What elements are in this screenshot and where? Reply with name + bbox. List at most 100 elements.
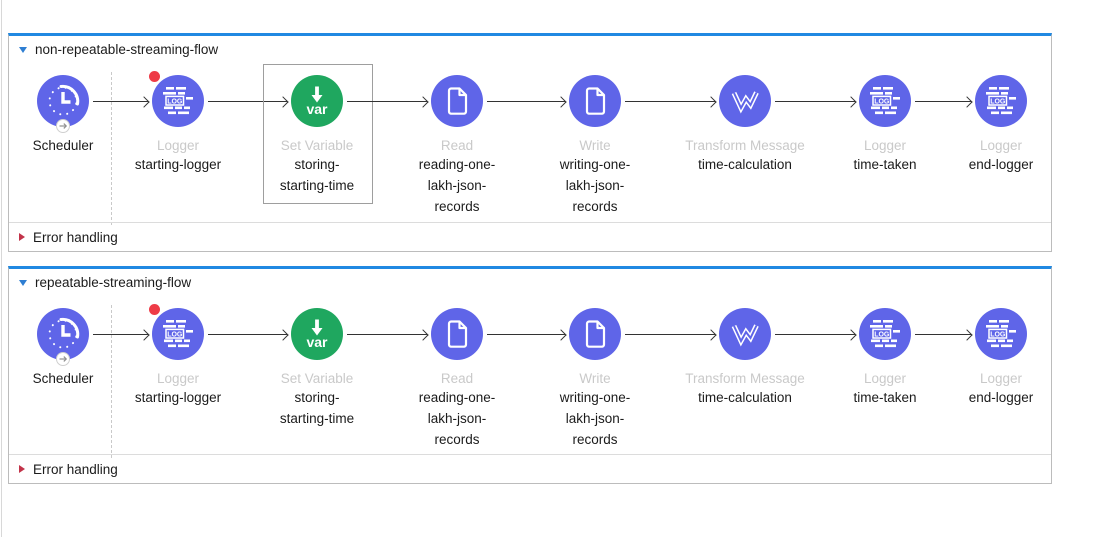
step-name-label: time-calculation: [698, 390, 792, 405]
connector-arrow: [487, 334, 565, 336]
scheduler-trigger-badge-icon: [56, 352, 70, 366]
error-handling-row[interactable]: Error handling: [9, 454, 1051, 483]
connector-arrow: [347, 334, 427, 336]
flow-step-time-calculation[interactable]: Transform Message time-calculation: [675, 308, 815, 408]
dataweave-icon[interactable]: [719, 308, 771, 360]
flow-header[interactable]: non-repeatable-streaming-flow: [19, 42, 218, 57]
flow-step-scheduler[interactable]: Scheduler: [0, 308, 133, 386]
document-icon[interactable]: [431, 308, 483, 360]
step-type-label: Logger: [863, 138, 907, 153]
dataweave-icon[interactable]: [719, 75, 771, 127]
error-handling-label: Error handling: [33, 229, 118, 245]
svg-text:LOG: LOG: [167, 331, 183, 338]
step-name-label: time-taken: [853, 157, 917, 172]
set-variable-icon[interactable]: var: [291, 308, 343, 360]
step-type-label: Write: [579, 371, 611, 386]
collapse-arrow-icon[interactable]: [19, 46, 27, 53]
step-name-label: reading-one- lakh-json- records: [418, 390, 496, 447]
canvas-left-edge: [1, 0, 2, 537]
step-type-label: Set Variable: [280, 138, 354, 153]
step-name-label: end-logger: [968, 157, 1034, 172]
connector-arrow: [93, 334, 148, 336]
collapse-arrow-icon[interactable]: [19, 279, 27, 286]
step-name-label: starting-logger: [134, 157, 222, 172]
error-handling-row[interactable]: Error handling: [9, 222, 1051, 251]
step-type-label: Logger: [156, 138, 200, 153]
svg-text:var: var: [306, 101, 328, 117]
step-type-label: Logger: [156, 371, 200, 386]
step-type-label: Logger: [863, 371, 907, 386]
flow-step-writing-one-lakh-json-records[interactable]: Write writing-one- lakh-json- records: [525, 75, 665, 217]
step-name-label: time-calculation: [698, 157, 792, 172]
document-icon[interactable]: [431, 75, 483, 127]
connector-arrow: [208, 101, 287, 103]
step-name-label: Scheduler: [32, 138, 94, 153]
error-handling-label: Error handling: [33, 461, 118, 477]
connector-arrow: [208, 334, 287, 336]
flow-step-starting-logger[interactable]: LOG Logger starting-logger: [108, 304, 248, 408]
flow-step-storing-starting-time[interactable]: var Set Variable storing- starting-time: [247, 308, 387, 429]
step-type-label: Transform Message: [685, 371, 805, 386]
logger-icon[interactable]: LOG: [859, 75, 911, 127]
breakpoint-dot-icon: [149, 304, 160, 315]
step-name-label: Scheduler: [32, 371, 94, 386]
step-type-label: Write: [579, 138, 611, 153]
logger-icon[interactable]: LOG: [975, 308, 1027, 360]
scheduler-icon[interactable]: [37, 308, 89, 360]
step-type-label: Logger: [979, 138, 1023, 153]
connector-arrow: [347, 101, 427, 103]
logger-icon[interactable]: LOG: [152, 75, 204, 127]
step-name-label: writing-one- lakh-json- records: [559, 157, 631, 214]
step-name-label: time-taken: [853, 390, 917, 405]
connector-arrow: [915, 334, 971, 336]
svg-text:var: var: [306, 334, 328, 350]
flow-step-writing-one-lakh-json-records[interactable]: Write writing-one- lakh-json- records: [525, 308, 665, 450]
connector-arrow: [487, 101, 565, 103]
connector-arrow: [775, 101, 855, 103]
flow-step-end-logger[interactable]: LOG Logger end-logger: [931, 75, 1071, 175]
selection-outline: [263, 64, 373, 204]
flow-repeatable-streaming: repeatable-streaming-flow Error handling…: [8, 266, 1052, 484]
step-type-label: Read: [440, 138, 474, 153]
flow-step-end-logger[interactable]: LOG Logger end-logger: [931, 308, 1071, 408]
step-type-label: Read: [440, 371, 474, 386]
step-type-label: Logger: [979, 371, 1023, 386]
step-name-label: storing- starting-time: [279, 390, 355, 426]
scheduler-icon[interactable]: [37, 75, 89, 127]
svg-text:LOG: LOG: [990, 98, 1006, 105]
logger-icon[interactable]: LOG: [859, 308, 911, 360]
flow-header[interactable]: repeatable-streaming-flow: [19, 275, 191, 290]
connector-arrow: [915, 101, 971, 103]
flow-step-scheduler[interactable]: Scheduler: [0, 75, 133, 153]
expand-arrow-icon[interactable]: [19, 465, 25, 473]
flow-step-time-taken[interactable]: LOG Logger time-taken: [815, 308, 955, 408]
set-variable-icon[interactable]: var: [291, 75, 343, 127]
document-icon[interactable]: [569, 75, 621, 127]
flow-step-starting-logger[interactable]: LOG Logger starting-logger: [108, 71, 248, 175]
flow-step-time-taken[interactable]: LOG Logger time-taken: [815, 75, 955, 175]
flow-title: non-repeatable-streaming-flow: [35, 42, 219, 57]
svg-text:LOG: LOG: [874, 98, 890, 105]
flow-title: repeatable-streaming-flow: [35, 275, 192, 290]
source-processor-divider: [111, 72, 112, 225]
logger-icon[interactable]: LOG: [152, 308, 204, 360]
connector-arrow: [625, 101, 715, 103]
document-icon[interactable]: [569, 308, 621, 360]
flow-step-reading-one-lakh-json-records[interactable]: Read reading-one- lakh-json- records: [387, 308, 527, 450]
connector-arrow: [625, 334, 715, 336]
step-type-label: Transform Message: [685, 138, 805, 153]
step-name-label: end-logger: [968, 390, 1034, 405]
breakpoint-dot-icon: [149, 71, 160, 82]
logger-icon[interactable]: LOG: [975, 75, 1027, 127]
scheduler-trigger-badge-icon: [56, 119, 70, 133]
svg-text:LOG: LOG: [990, 331, 1006, 338]
step-name-label: starting-logger: [134, 390, 222, 405]
connector-arrow: [775, 334, 855, 336]
step-name-label: writing-one- lakh-json- records: [559, 390, 631, 447]
flow-step-time-calculation[interactable]: Transform Message time-calculation: [675, 75, 815, 175]
step-type-label: Set Variable: [280, 371, 354, 386]
expand-arrow-icon[interactable]: [19, 233, 25, 241]
